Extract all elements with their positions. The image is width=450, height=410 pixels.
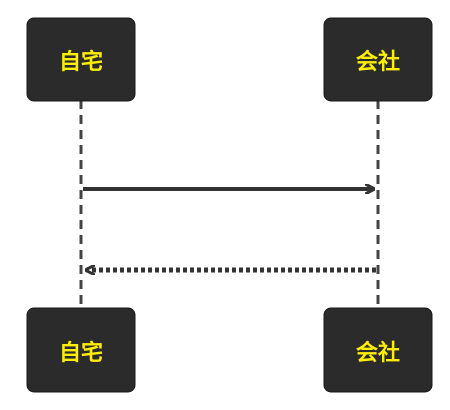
participant-home-bottom-label: 自宅	[59, 340, 103, 366]
participant-office-top-label: 会社	[356, 49, 400, 75]
participant-home-top-label: 自宅	[59, 49, 103, 75]
participant-home-bottom[interactable]: 自宅	[26, 307, 136, 393]
participant-office-bottom[interactable]: 会社	[323, 307, 433, 393]
participant-office-bottom-label: 会社	[356, 340, 400, 366]
participant-office-top[interactable]: 会社	[323, 17, 433, 102]
participant-home-top[interactable]: 自宅	[26, 17, 136, 102]
